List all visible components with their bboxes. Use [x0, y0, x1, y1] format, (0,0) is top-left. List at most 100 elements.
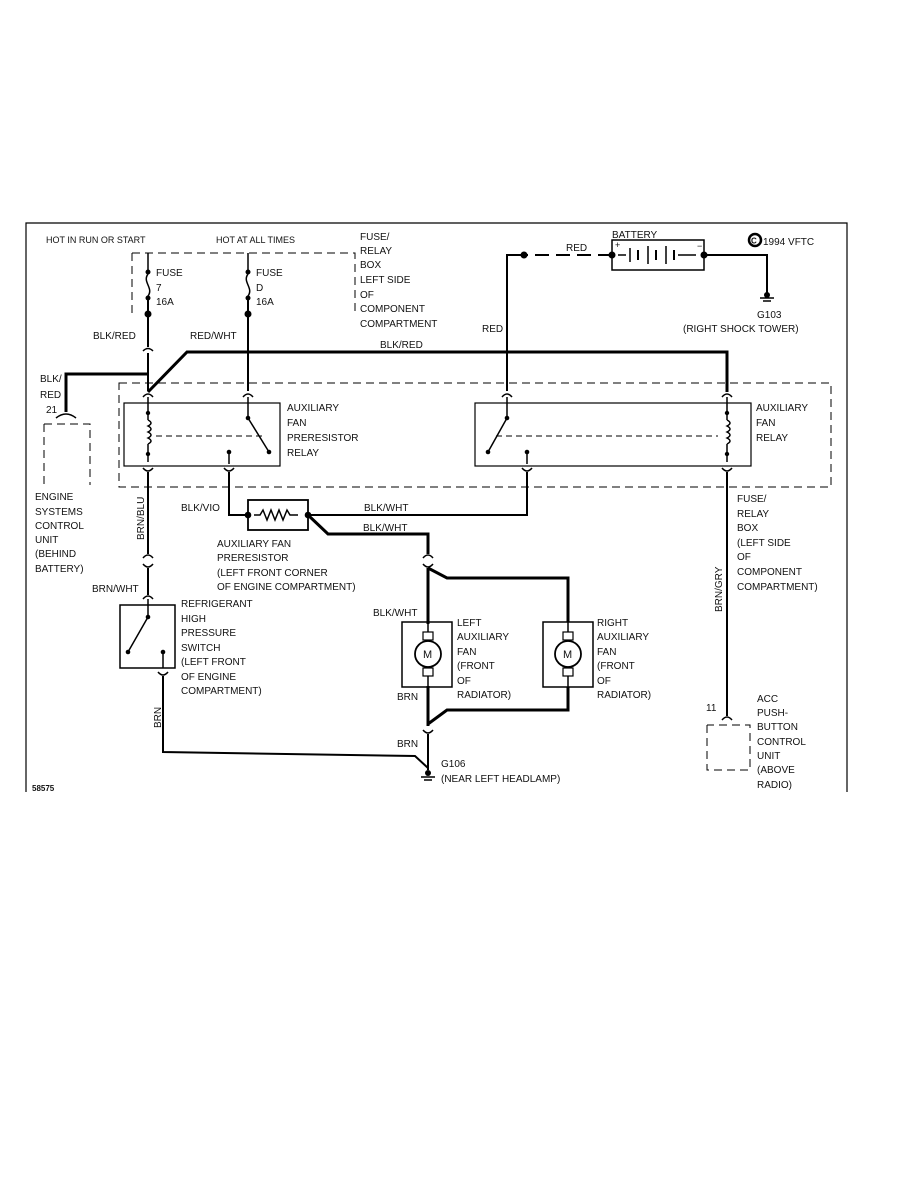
- svg-text:RADIO): RADIO): [757, 780, 792, 791]
- svg-text:CONTROL: CONTROL: [35, 521, 84, 532]
- svg-text:RELAY: RELAY: [287, 448, 319, 459]
- svg-text:AUXILIARY FAN: AUXILIARY FAN: [217, 539, 291, 550]
- svg-text:RED/WHT: RED/WHT: [190, 331, 237, 342]
- svg-text:RELAY: RELAY: [360, 246, 392, 257]
- svg-text:FUSE/: FUSE/: [737, 494, 767, 505]
- svg-text:LEFT: LEFT: [457, 618, 481, 629]
- svg-text:C: C: [751, 237, 757, 246]
- svg-text:SWITCH: SWITCH: [181, 643, 220, 654]
- svg-text:BRN/BLU: BRN/BLU: [136, 497, 147, 540]
- svg-text:HIGH: HIGH: [181, 614, 206, 625]
- svg-text:(LEFT FRONT CORNER: (LEFT FRONT CORNER: [217, 568, 328, 579]
- svg-text:BRN: BRN: [397, 692, 418, 703]
- fuse-box-outline: [131, 252, 356, 313]
- wire-brn-fans: BRN BRN: [397, 686, 570, 770]
- svg-text:RADIATOR): RADIATOR): [597, 690, 651, 701]
- aux-fan-preresistor: AUXILIARY FAN PRERESISTOR (LEFT FRONT CO…: [217, 499, 356, 593]
- svg-text:+: +: [615, 240, 620, 250]
- svg-text:AUXILIARY: AUXILIARY: [756, 403, 808, 414]
- svg-text:UNIT: UNIT: [35, 535, 58, 546]
- label-hot-all-times: HOT AT ALL TIMES: [216, 235, 295, 245]
- svg-text:OF: OF: [457, 676, 471, 687]
- svg-text:OF ENGINE: OF ENGINE: [181, 672, 236, 683]
- fuse-d: FUSE D 16A: [244, 253, 283, 318]
- svg-text:BATTERY: BATTERY: [612, 230, 658, 241]
- svg-text:FAN: FAN: [756, 418, 775, 429]
- svg-text:RIGHT: RIGHT: [597, 618, 628, 629]
- svg-text:FUSE: FUSE: [156, 268, 183, 279]
- svg-text:COMPARTMENT: COMPARTMENT: [360, 319, 437, 330]
- svg-text:RADIATOR): RADIATOR): [457, 690, 511, 701]
- acc-control-unit: ACC PUSH- BUTTON CONTROL UNIT (ABOVE RAD…: [706, 694, 806, 791]
- svg-text:AUXILIARY: AUXILIARY: [287, 403, 339, 414]
- svg-text:16A: 16A: [256, 297, 274, 308]
- wire-brn-blu: BRN/BLU BRN/WHT: [92, 472, 154, 595]
- svg-text:OF: OF: [597, 676, 611, 687]
- svg-text:ACC: ACC: [757, 694, 778, 705]
- diagram-frame: [25, 222, 848, 792]
- svg-text:D: D: [256, 283, 263, 294]
- svg-text:BRN: BRN: [153, 707, 164, 728]
- svg-text:RED: RED: [40, 390, 61, 401]
- wire-brn-gry: BRN/GRY 11: [706, 472, 733, 721]
- svg-text:PUSH-: PUSH-: [757, 708, 788, 719]
- svg-text:RED: RED: [566, 243, 587, 254]
- wire-blk-wht-fans: BLK/WHT BLK/WHT: [306, 513, 570, 624]
- svg-text:FUSE: FUSE: [256, 268, 283, 279]
- svg-text:COMPARTMENT): COMPARTMENT): [181, 686, 262, 697]
- svg-text:AUXILIARY: AUXILIARY: [597, 632, 649, 643]
- wire-brn-switch: BRN: [153, 676, 429, 769]
- svg-text:UNIT: UNIT: [757, 751, 780, 762]
- fuse-box-top-label: FUSE/ RELAY BOX LEFT SIDE OF COMPONENT C…: [360, 232, 437, 330]
- svg-text:COMPONENT: COMPONENT: [360, 304, 425, 315]
- relay-box-outline: [118, 382, 832, 488]
- wire-blk-vio: BLK/VIO: [181, 472, 248, 516]
- svg-text:COMPONENT: COMPONENT: [737, 567, 802, 578]
- svg-text:BUTTON: BUTTON: [757, 722, 798, 733]
- wire-blk-red-ecu: BLK/ RED 21: [40, 372, 148, 416]
- svg-text:RELAY: RELAY: [737, 509, 769, 520]
- wire-red: RED RED: [482, 243, 612, 391]
- right-aux-fan: M RIGHT AUXILIARY FAN (FRONT OF RADIATOR…: [542, 618, 651, 701]
- wire-blk-red-fuse7: BLK/RED: [93, 314, 154, 391]
- svg-text:BLK/: BLK/: [40, 374, 62, 385]
- svg-text:BLK/WHT: BLK/WHT: [373, 608, 417, 619]
- svg-text:BOX: BOX: [737, 523, 758, 534]
- refrigerant-pressure-switch: REFRIGERANT HIGH PRESSURE SWITCH (LEFT F…: [119, 595, 262, 697]
- svg-text:(NEAR LEFT HEADLAMP): (NEAR LEFT HEADLAMP): [441, 774, 560, 785]
- svg-text:1994 VFTC: 1994 VFTC: [763, 237, 814, 248]
- svg-text:(FRONT: (FRONT: [457, 661, 495, 672]
- copyright: C 1994 VFTC: [747, 232, 814, 248]
- svg-text:PRERESISTOR: PRERESISTOR: [287, 433, 359, 444]
- svg-text:OF: OF: [360, 290, 374, 301]
- svg-text:ENGINE: ENGINE: [35, 492, 74, 503]
- svg-text:OF ENGINE COMPARTMENT): OF ENGINE COMPARTMENT): [217, 582, 356, 593]
- engine-systems-control-unit: ENGINE SYSTEMS CONTROL UNIT (BEHIND BATT…: [35, 413, 91, 575]
- motor-symbol-right: M: [563, 649, 572, 661]
- svg-text:BRN/GRY: BRN/GRY: [714, 566, 725, 612]
- label-hot-run-start: HOT IN RUN OR START: [46, 235, 146, 245]
- svg-text:(FRONT: (FRONT: [597, 661, 635, 672]
- svg-text:REFRIGERANT: REFRIGERANT: [181, 599, 253, 610]
- figure-number: 58575: [32, 784, 55, 793]
- svg-text:G103: G103: [757, 310, 782, 321]
- svg-text:BLK/VIO: BLK/VIO: [181, 503, 220, 514]
- svg-text:PRERESISTOR: PRERESISTOR: [217, 553, 289, 564]
- svg-text:(BEHIND: (BEHIND: [35, 549, 76, 560]
- motor-symbol-left: M: [423, 649, 432, 661]
- svg-text:PRESSURE: PRESSURE: [181, 628, 236, 639]
- svg-text:OF: OF: [737, 552, 751, 563]
- svg-text:11: 11: [706, 703, 717, 714]
- fuse-box-right-label: FUSE/ RELAY BOX (LEFT SIDE OF COMPONENT …: [737, 494, 818, 593]
- svg-text:BOX: BOX: [360, 260, 381, 271]
- svg-text:(RIGHT SHOCK TOWER): (RIGHT SHOCK TOWER): [683, 324, 799, 335]
- svg-text:CONTROL: CONTROL: [757, 737, 806, 748]
- svg-text:AUXILIARY: AUXILIARY: [457, 632, 509, 643]
- svg-text:BLK/WHT: BLK/WHT: [364, 503, 408, 514]
- svg-text:RELAY: RELAY: [756, 433, 788, 444]
- left-aux-fan: M LEFT AUXILIARY FAN (FRONT OF RADIATOR): [401, 618, 511, 701]
- svg-text:FAN: FAN: [457, 647, 476, 658]
- svg-text:COMPARTMENT): COMPARTMENT): [737, 582, 818, 593]
- svg-text:G106: G106: [441, 759, 466, 770]
- svg-text:BRN: BRN: [397, 739, 418, 750]
